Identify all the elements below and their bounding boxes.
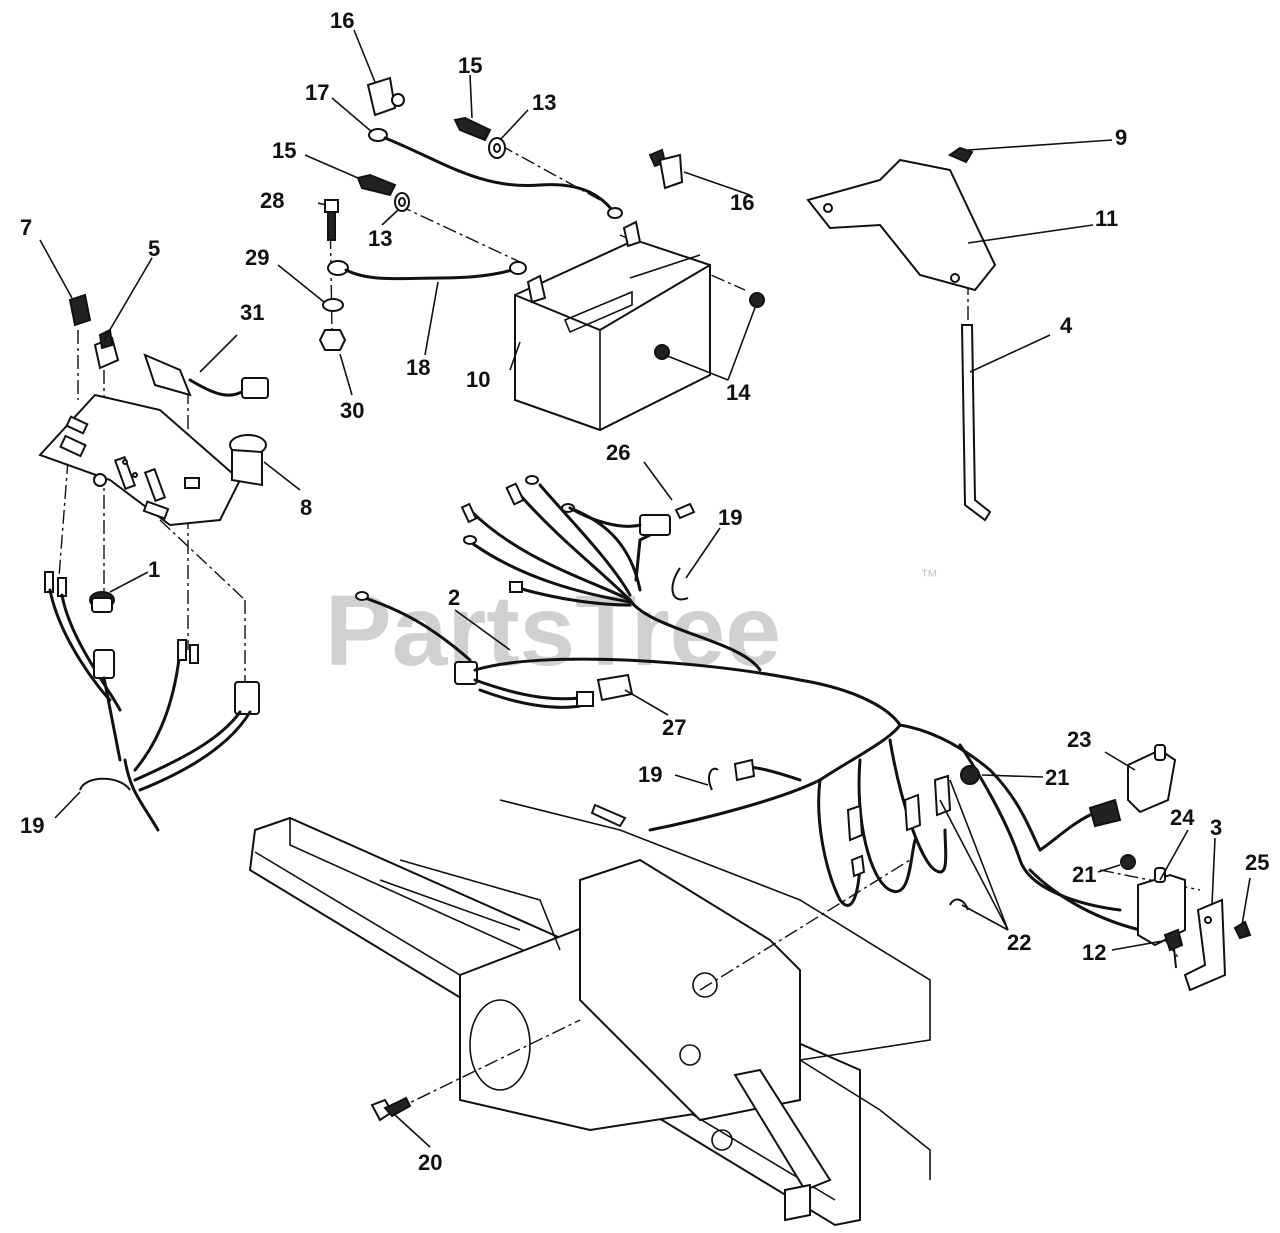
part-1-knob [89,591,115,613]
callout-21-upper: 21 [1045,765,1069,790]
callout-12: 12 [1082,940,1106,965]
callout-31: 31 [240,300,264,325]
part-20-bolt [370,1096,412,1122]
callout-10: 10 [466,367,490,392]
part-12-screw [1163,928,1184,969]
callout-24: 24 [1170,805,1195,830]
callout-13-mid: 13 [368,226,392,251]
part-15-bolt-mid [356,173,397,197]
callout-19-upper: 19 [718,505,742,530]
callout-16-top: 16 [330,8,354,33]
callout-labels: 16 17 15 13 15 16 9 28 13 11 7 5 29 31 4… [20,8,1269,1175]
control-panel-plate [38,393,242,527]
leader-lines [39,29,1251,1148]
part-13-washer-mid [394,192,410,212]
callout-19-middle: 19 [638,762,662,787]
callout-15-top: 15 [458,53,482,78]
part-28-bolt [324,199,339,241]
callout-23: 23 [1067,727,1091,752]
callout-17: 17 [305,80,329,105]
callout-27: 27 [662,715,686,740]
part-16-terminal-cap-right [648,148,684,190]
part-14-nuts [654,292,765,360]
part-15-bolt-top [453,116,492,142]
callout-4: 4 [1060,313,1073,338]
callout-5: 5 [148,236,160,261]
callout-11: 11 [1095,206,1118,231]
part-9-wing-nut [947,146,974,164]
callout-13-top: 13 [532,90,556,115]
callout-8: 8 [300,495,312,520]
part-3-switch-bracket [1183,898,1227,992]
callout-15-mid: 15 [272,138,296,163]
part-29-washer [322,298,344,312]
part-23-switch [1127,744,1177,814]
part-8-round-switch [229,434,267,487]
watermark-text: PartsTree [325,575,781,687]
callout-25: 25 [1245,850,1269,875]
callout-22: 22 [1007,930,1031,955]
part-18-ground-cable [327,260,527,281]
part-5-key-switch [93,328,120,370]
callout-18: 18 [406,355,430,380]
part-31-connector [143,353,269,399]
callout-14: 14 [726,380,751,405]
callout-16-right: 16 [730,190,754,215]
part-21-nut-lower [1120,854,1136,870]
watermark-trademark: ™ [920,566,938,586]
part-24-switch [1137,867,1186,947]
callout-7: 7 [20,215,32,240]
callout-30: 30 [340,398,364,423]
part-30-nut [318,329,347,351]
callout-20: 20 [418,1150,442,1175]
tractor-frame [248,799,931,1227]
part-17-battery-cable [368,128,623,219]
left-wiring-harness [44,571,260,832]
part-13-washer-top [488,137,506,159]
callout-9: 9 [1115,125,1127,150]
callout-21-lower: 21 [1072,862,1096,887]
main-wiring-harness [355,475,1142,932]
callout-26: 26 [606,440,630,465]
callout-19-left: 19 [20,813,44,838]
part-7-switch [68,293,92,327]
part-21-nut-upper [960,765,980,785]
callout-2: 2 [448,585,460,610]
part-4-hold-down-rod [960,324,992,522]
callout-28: 28 [260,188,284,213]
part-16-terminal-cap-top [366,76,405,117]
callout-1: 1 [148,557,160,582]
part-11-hold-down-bracket [806,158,997,292]
part-10-battery [514,220,711,432]
callout-3: 3 [1210,815,1222,840]
callout-29: 29 [245,245,269,270]
